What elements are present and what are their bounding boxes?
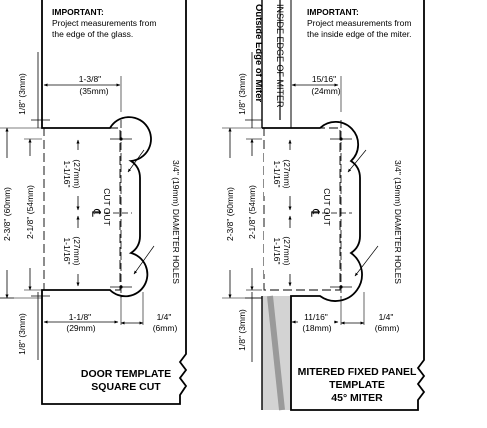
right-glass-outline: [262, 0, 426, 411]
svg-text:(27mm): (27mm): [72, 159, 82, 188]
svg-text:1/8" (3mm): 1/8" (3mm): [237, 73, 247, 115]
svg-text:(27mm): (27mm): [282, 236, 292, 265]
svg-text:3/4" (19mm) DIAMETER HOLES: 3/4" (19mm) DIAMETER HOLES: [393, 160, 403, 284]
svg-text:2-1/8" (54mm): 2-1/8" (54mm): [247, 185, 257, 239]
svg-text:1/8" (3mm): 1/8" (3mm): [17, 73, 27, 115]
right-cutout-region: [263, 120, 352, 298]
right-width-dim: 15/16" (24mm): [291, 74, 342, 112]
left-important-line2: the edge of the glass.: [52, 29, 133, 39]
svg-text:1-1/16": 1-1/16": [62, 237, 72, 264]
right-caption-line3: 45° MITER: [331, 392, 383, 404]
svg-text:11/16": 11/16": [304, 312, 328, 322]
left-caption-line1: DOOR TEMPLATE: [81, 368, 171, 380]
left-cutout-region: [43, 120, 132, 298]
svg-text:(18mm): (18mm): [302, 323, 331, 333]
svg-text:(6mm): (6mm): [153, 323, 178, 333]
svg-text:1/4": 1/4": [379, 312, 394, 322]
svg-text:(35mm): (35mm): [79, 86, 108, 96]
right-important-line1: Project measurements from: [307, 18, 411, 28]
right-centerline-symbol: ℄: [308, 208, 322, 217]
right-caption-line2: TEMPLATE: [329, 379, 385, 391]
svg-text:(24mm): (24mm): [311, 86, 340, 96]
right-caption-line1: MITERED FIXED PANEL: [298, 366, 417, 378]
svg-text:2-1/8" (54mm): 2-1/8" (54mm): [25, 185, 35, 239]
right-half-dims: 1-1/16" (27mm) 1-1/16" (27mm): [264, 139, 292, 287]
svg-text:(27mm): (27mm): [282, 159, 292, 188]
svg-text:1/8" (3mm): 1/8" (3mm): [17, 313, 27, 355]
right-important-line2: the inside edge of the miter.: [307, 29, 411, 39]
svg-text:(27mm): (27mm): [72, 236, 82, 265]
right-important-title: IMPORTANT:: [307, 7, 359, 17]
right-vertical-dims: 2-3/8" (60mm) 2-1/8" (54mm): [222, 127, 262, 299]
svg-text:1-1/16": 1-1/16": [62, 160, 72, 187]
svg-text:1/4": 1/4": [157, 312, 172, 322]
svg-text:15/16": 15/16": [312, 74, 336, 84]
svg-text:(6mm): (6mm): [375, 323, 400, 333]
left-panel: IMPORTANT: Project measurements from the…: [0, 0, 188, 405]
left-vertical-dims: 2-3/8" (60mm) 2-1/8" (54mm): [0, 127, 42, 299]
left-important-title: IMPORTANT:: [52, 7, 104, 17]
left-hole-callout: 3/4" (19mm) DIAMETER HOLES: [127, 149, 181, 284]
svg-text:3/4" (19mm) DIAMETER HOLES: 3/4" (19mm) DIAMETER HOLES: [171, 160, 181, 284]
right-bottom-dims: 1/8" (3mm) 11/16" (18mm) 1/4" (6mm): [237, 292, 399, 362]
svg-text:1/8" (3mm): 1/8" (3mm): [237, 309, 247, 351]
svg-text:1-1/8": 1-1/8": [69, 312, 91, 322]
svg-text:1-3/8": 1-3/8": [79, 74, 101, 84]
svg-text:1-1/16": 1-1/16": [272, 160, 282, 187]
left-half-dims: 1-1/16" (27mm) 1-1/16" (27mm): [56, 139, 82, 287]
left-caption-line2: SQUARE CUT: [91, 381, 161, 393]
right-panel: Outside Edge of Miter INSIDE EDGE OF MIT…: [222, 0, 426, 411]
left-important-line1: Project measurements from: [52, 18, 156, 28]
svg-text:(29mm): (29mm): [66, 323, 95, 333]
left-cutout-label: CUT OUT: [102, 188, 112, 226]
right-top-offset-dim: 1/8" (3mm): [237, 52, 262, 128]
left-width-dim: 1-3/8" (35mm): [43, 74, 122, 112]
svg-text:2-3/8" (60mm): 2-3/8" (60mm): [225, 187, 235, 241]
outside-edge-label: Outside Edge of Miter: [253, 4, 264, 102]
left-top-offset-dim: 1/8" (3mm): [17, 52, 50, 128]
left-glass-outline: [41, 0, 188, 405]
right-hole-callout: 3/4" (19mm) DIAMETER HOLES: [347, 149, 403, 284]
left-centerline-symbol: ℄: [89, 208, 103, 217]
left-bottom-dims: 1/8" (3mm) 1-1/8" (29mm) 1/4" (6mm): [0, 292, 177, 360]
inside-edge-label: INSIDE EDGE OF MITER: [275, 4, 285, 108]
svg-text:2-3/8" (60mm): 2-3/8" (60mm): [2, 187, 12, 241]
right-cutout-label: CUT OUT: [322, 188, 332, 226]
svg-text:1-1/16": 1-1/16": [272, 237, 282, 264]
